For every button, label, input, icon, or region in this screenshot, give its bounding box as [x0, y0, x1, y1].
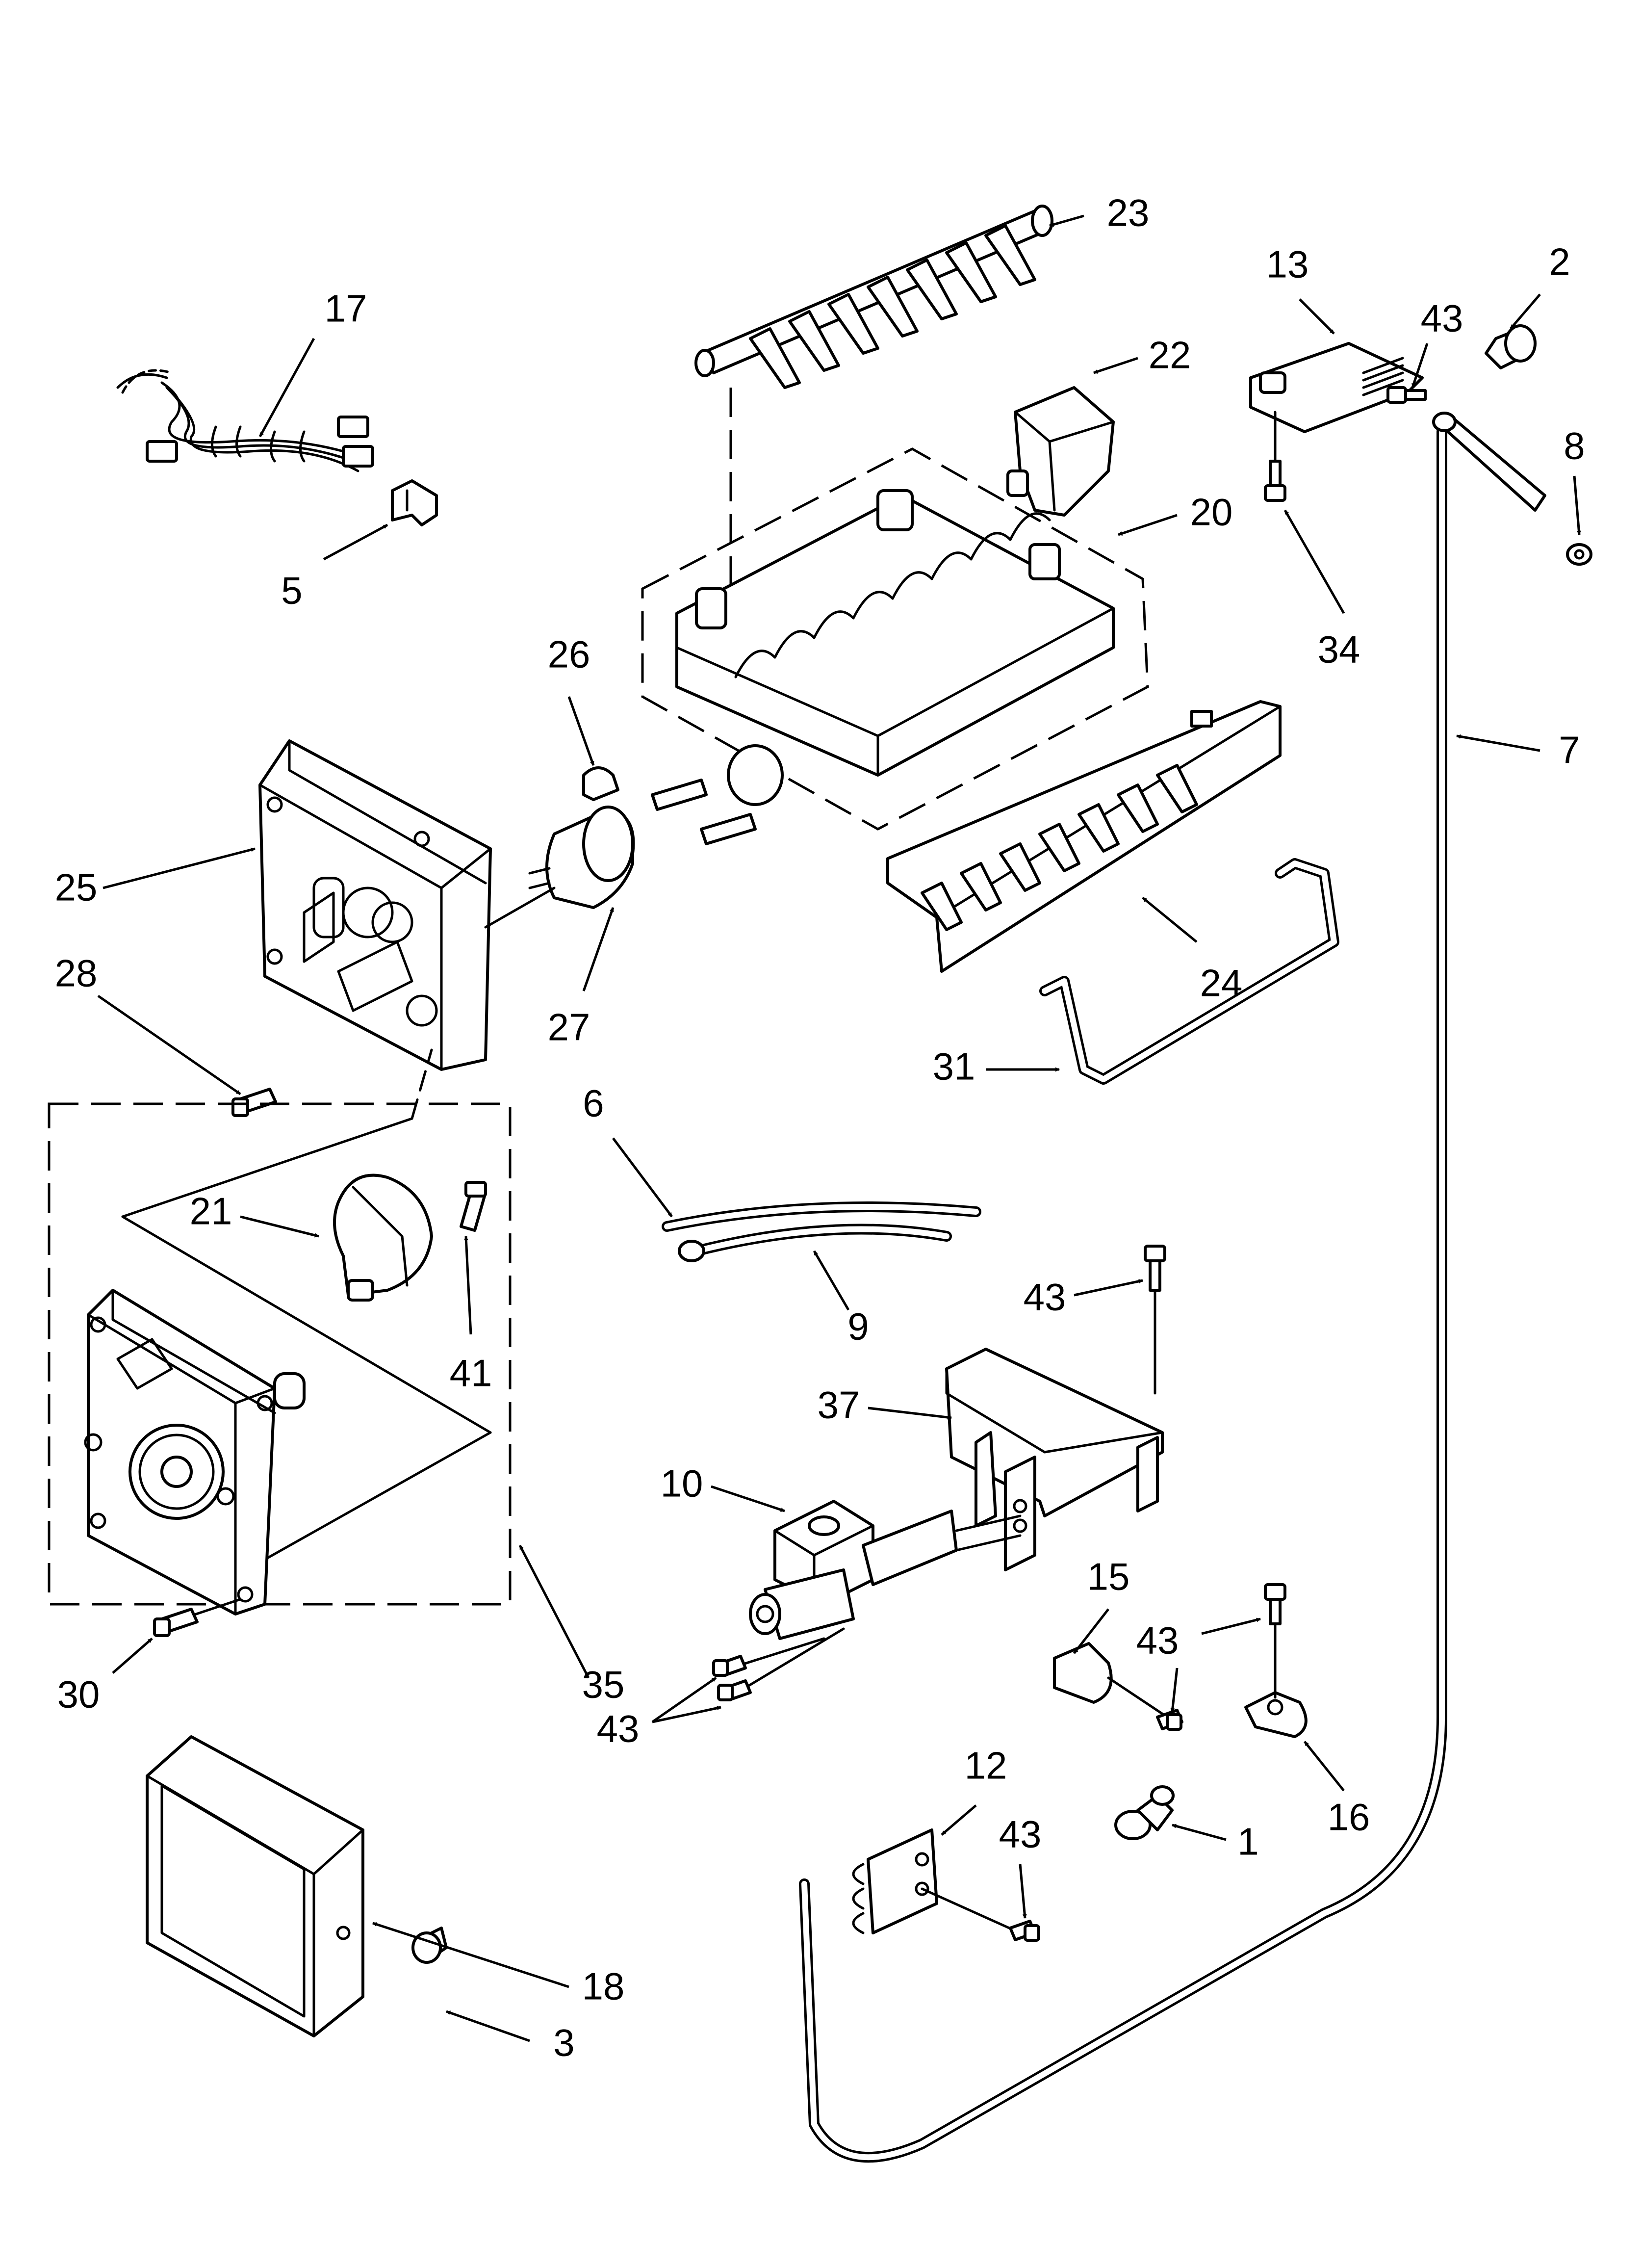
callout-24: 24	[1200, 962, 1243, 1005]
screw-43-12-part	[1009, 1920, 1040, 1942]
callout-1: 1	[1237, 1820, 1258, 1863]
thermostat-part	[528, 806, 635, 909]
module-housing-part	[258, 739, 492, 1071]
water-valve-part	[749, 1500, 958, 1640]
callout-35: 35	[582, 1663, 625, 1706]
callout-7: 7	[1559, 729, 1580, 772]
valve-bracket-part	[945, 1348, 1164, 1571]
thermostat-clip-part	[582, 766, 619, 801]
shutoff-arm-part	[1039, 858, 1339, 1085]
callout-43-clip: 43	[1136, 1619, 1179, 1662]
stripper-part	[886, 700, 1282, 973]
callout-34: 34	[1318, 628, 1360, 671]
callout-10: 10	[661, 1462, 703, 1505]
grommet-part	[1566, 543, 1592, 566]
screw-43-clip-part	[1156, 1709, 1183, 1731]
screw-41-part	[460, 1181, 487, 1232]
callout-30: 30	[57, 1673, 100, 1716]
screw-34-part	[1264, 460, 1286, 502]
screw-43-top-part	[1386, 386, 1427, 404]
control-module-part	[84, 1289, 306, 1616]
callout-17: 17	[325, 287, 367, 330]
ejector-shaft-part	[694, 205, 1053, 389]
water-tube-part	[799, 426, 1447, 2163]
mold-cover-part	[1006, 386, 1115, 517]
wire-harness-part	[116, 369, 374, 472]
module-cover-part	[146, 1735, 364, 2037]
callout-9: 9	[847, 1305, 869, 1348]
callout-43-top: 43	[1421, 297, 1463, 340]
callout-37: 37	[818, 1383, 860, 1427]
callout-15: 15	[1087, 1555, 1130, 1598]
screw-43-valve-part	[712, 1655, 752, 1701]
callout-31: 31	[933, 1045, 975, 1088]
leader-lines	[97, 214, 1581, 2042]
callout-21: 21	[190, 1190, 232, 1233]
callout-8: 8	[1564, 424, 1585, 468]
screw-43-bracket-part	[1144, 1245, 1166, 1292]
wire-clip-part	[391, 479, 438, 526]
callout-43-12: 43	[999, 1813, 1042, 1856]
callout-13: 13	[1266, 243, 1309, 286]
callout-20: 20	[1190, 491, 1233, 534]
callout-labels: 23 17 13 2 43 22 8 20 5 34 26 7 25 28 27…	[55, 191, 1585, 2064]
fill-tube-part	[662, 1201, 981, 1232]
screw-28-part	[231, 1088, 277, 1117]
callout-26: 26	[548, 633, 590, 676]
callout-5: 5	[281, 569, 302, 612]
callout-27: 27	[548, 1006, 590, 1049]
fill-tube-8-part	[1432, 412, 1546, 512]
callout-2: 2	[1549, 240, 1570, 284]
motor-part	[333, 1173, 433, 1302]
callout-25: 25	[55, 866, 98, 909]
callout-16: 16	[1328, 1796, 1370, 1839]
tube-clamp-16-part	[1244, 1583, 1308, 1738]
tube-clip-15-part	[1053, 1642, 1113, 1704]
elbow-fitting-part	[1114, 1785, 1175, 1840]
callout-6: 6	[583, 1082, 604, 1125]
screw-30-part	[153, 1608, 199, 1637]
callout-18: 18	[582, 1965, 625, 2008]
callout-12: 12	[965, 1744, 1007, 1787]
callout-43-bracket: 43	[1024, 1276, 1066, 1319]
callout-41: 41	[450, 1352, 492, 1395]
tube-bracket-12-part	[852, 1828, 938, 1934]
callout-43-valve: 43	[597, 1707, 640, 1750]
callout-3: 3	[553, 2021, 574, 2064]
fill-tube-fitting-2-part	[1485, 324, 1537, 369]
callout-23: 23	[1107, 191, 1150, 235]
fill-tube-heater-part	[678, 1224, 952, 1262]
callout-22: 22	[1149, 334, 1191, 377]
callout-28: 28	[55, 952, 98, 995]
ice-mold-part	[651, 489, 1115, 845]
